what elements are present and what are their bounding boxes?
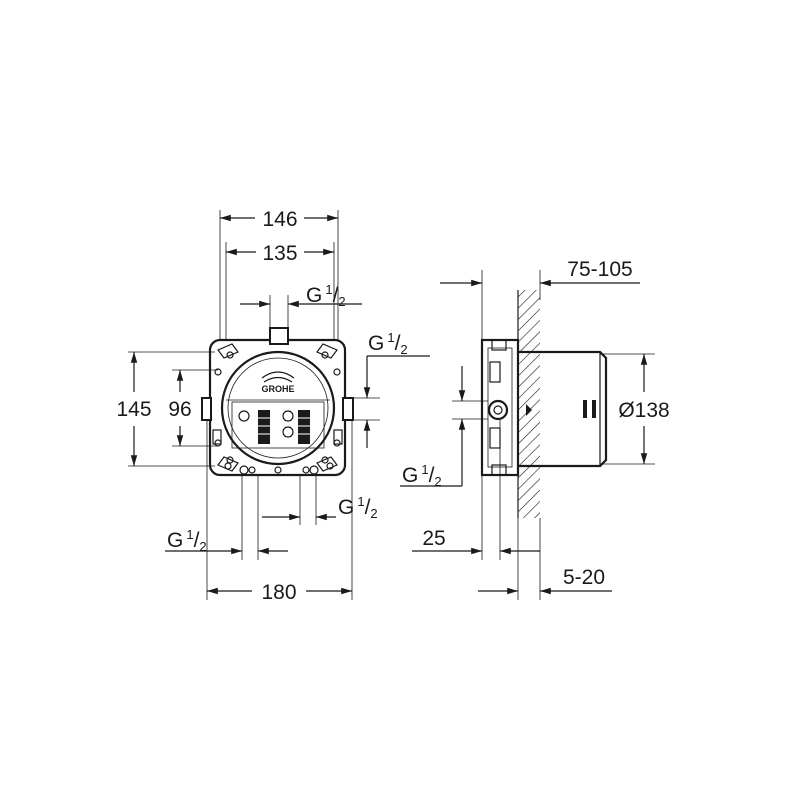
dim-5-20: 5-20: [478, 518, 612, 600]
trim-housing: [518, 350, 608, 468]
mounting-box-outline: [208, 338, 347, 477]
thread-bottom-left-den: 2: [199, 539, 206, 554]
dim-96: 96: [168, 369, 218, 447]
dim-145: 145: [116, 351, 215, 467]
dim-146: 146: [219, 208, 339, 340]
dim-96-label: 96: [168, 398, 191, 421]
plate-details: [489, 339, 507, 476]
thread-right-base: G: [368, 332, 384, 355]
cartridge-circle: [220, 350, 336, 466]
thread-bottom-left-sep: /: [194, 529, 200, 552]
svg-text:G1/2: G1/2: [167, 527, 207, 554]
thread-bottom-left-base: G: [167, 529, 183, 552]
dim-146-label: 146: [262, 208, 297, 231]
thread-right-den: 2: [400, 342, 407, 357]
side-connector-inner: [493, 405, 503, 415]
dim-75-105: 75-105: [440, 258, 640, 340]
side-connector: [487, 399, 509, 421]
thread-bottom-right-num: 1: [357, 494, 364, 509]
thread-top-den: 2: [338, 294, 345, 309]
thread-left-sep: /: [429, 464, 435, 487]
dim-diameter-label: Ø138: [618, 399, 669, 422]
dim-135-label: 135: [262, 242, 297, 265]
cartridge-inner-circle: [227, 357, 329, 459]
thread-bottom-left-num: 1: [186, 527, 193, 542]
bottom-fittings: [224, 462, 334, 475]
dim-180-label: 180: [261, 581, 296, 604]
wall-hatch: [518, 290, 540, 518]
dim-25: 25: [412, 420, 540, 560]
thread-top-num: 1: [325, 282, 332, 297]
control-panel: [226, 399, 330, 449]
dim-5-20-label: 5-20: [563, 566, 605, 589]
svg-text:G1/2: G1/2: [338, 494, 378, 521]
dim-135: 135: [225, 242, 335, 340]
dim-diameter: Ø138: [600, 353, 670, 465]
top-inlet: [269, 327, 289, 345]
left-stub: [201, 397, 212, 421]
thread-top-base: G: [306, 284, 322, 307]
trim-marks: [583, 400, 596, 418]
right-outlet: [342, 397, 354, 421]
thread-bottom-right-base: G: [338, 496, 354, 519]
grohe-logo: GROHE: [261, 371, 295, 394]
thread-right-sep: /: [395, 332, 401, 355]
front-view: GROHE: [116, 208, 430, 604]
dim-180: 180: [206, 420, 353, 604]
thread-top-sep: /: [333, 284, 339, 307]
svg-text:G1/2: G1/2: [306, 282, 346, 309]
logo-text: GROHE: [261, 384, 294, 394]
thread-left-num: 1: [421, 462, 428, 477]
thread-right-num: 1: [387, 330, 394, 345]
axis-mark: [526, 404, 532, 416]
svg-text:G1/2: G1/2: [402, 462, 442, 489]
svg-text:G1/2: G1/2: [368, 330, 408, 357]
thread-left-base: G: [402, 464, 418, 487]
dim-25-label: 25: [422, 527, 445, 550]
thread-bottom-right-den: 2: [370, 506, 377, 521]
dim-145-label: 145: [116, 398, 151, 421]
dim-75-105-label: 75-105: [567, 258, 632, 281]
thread-left-den: 2: [434, 474, 441, 489]
thread-bottom-right-sep: /: [365, 496, 371, 519]
